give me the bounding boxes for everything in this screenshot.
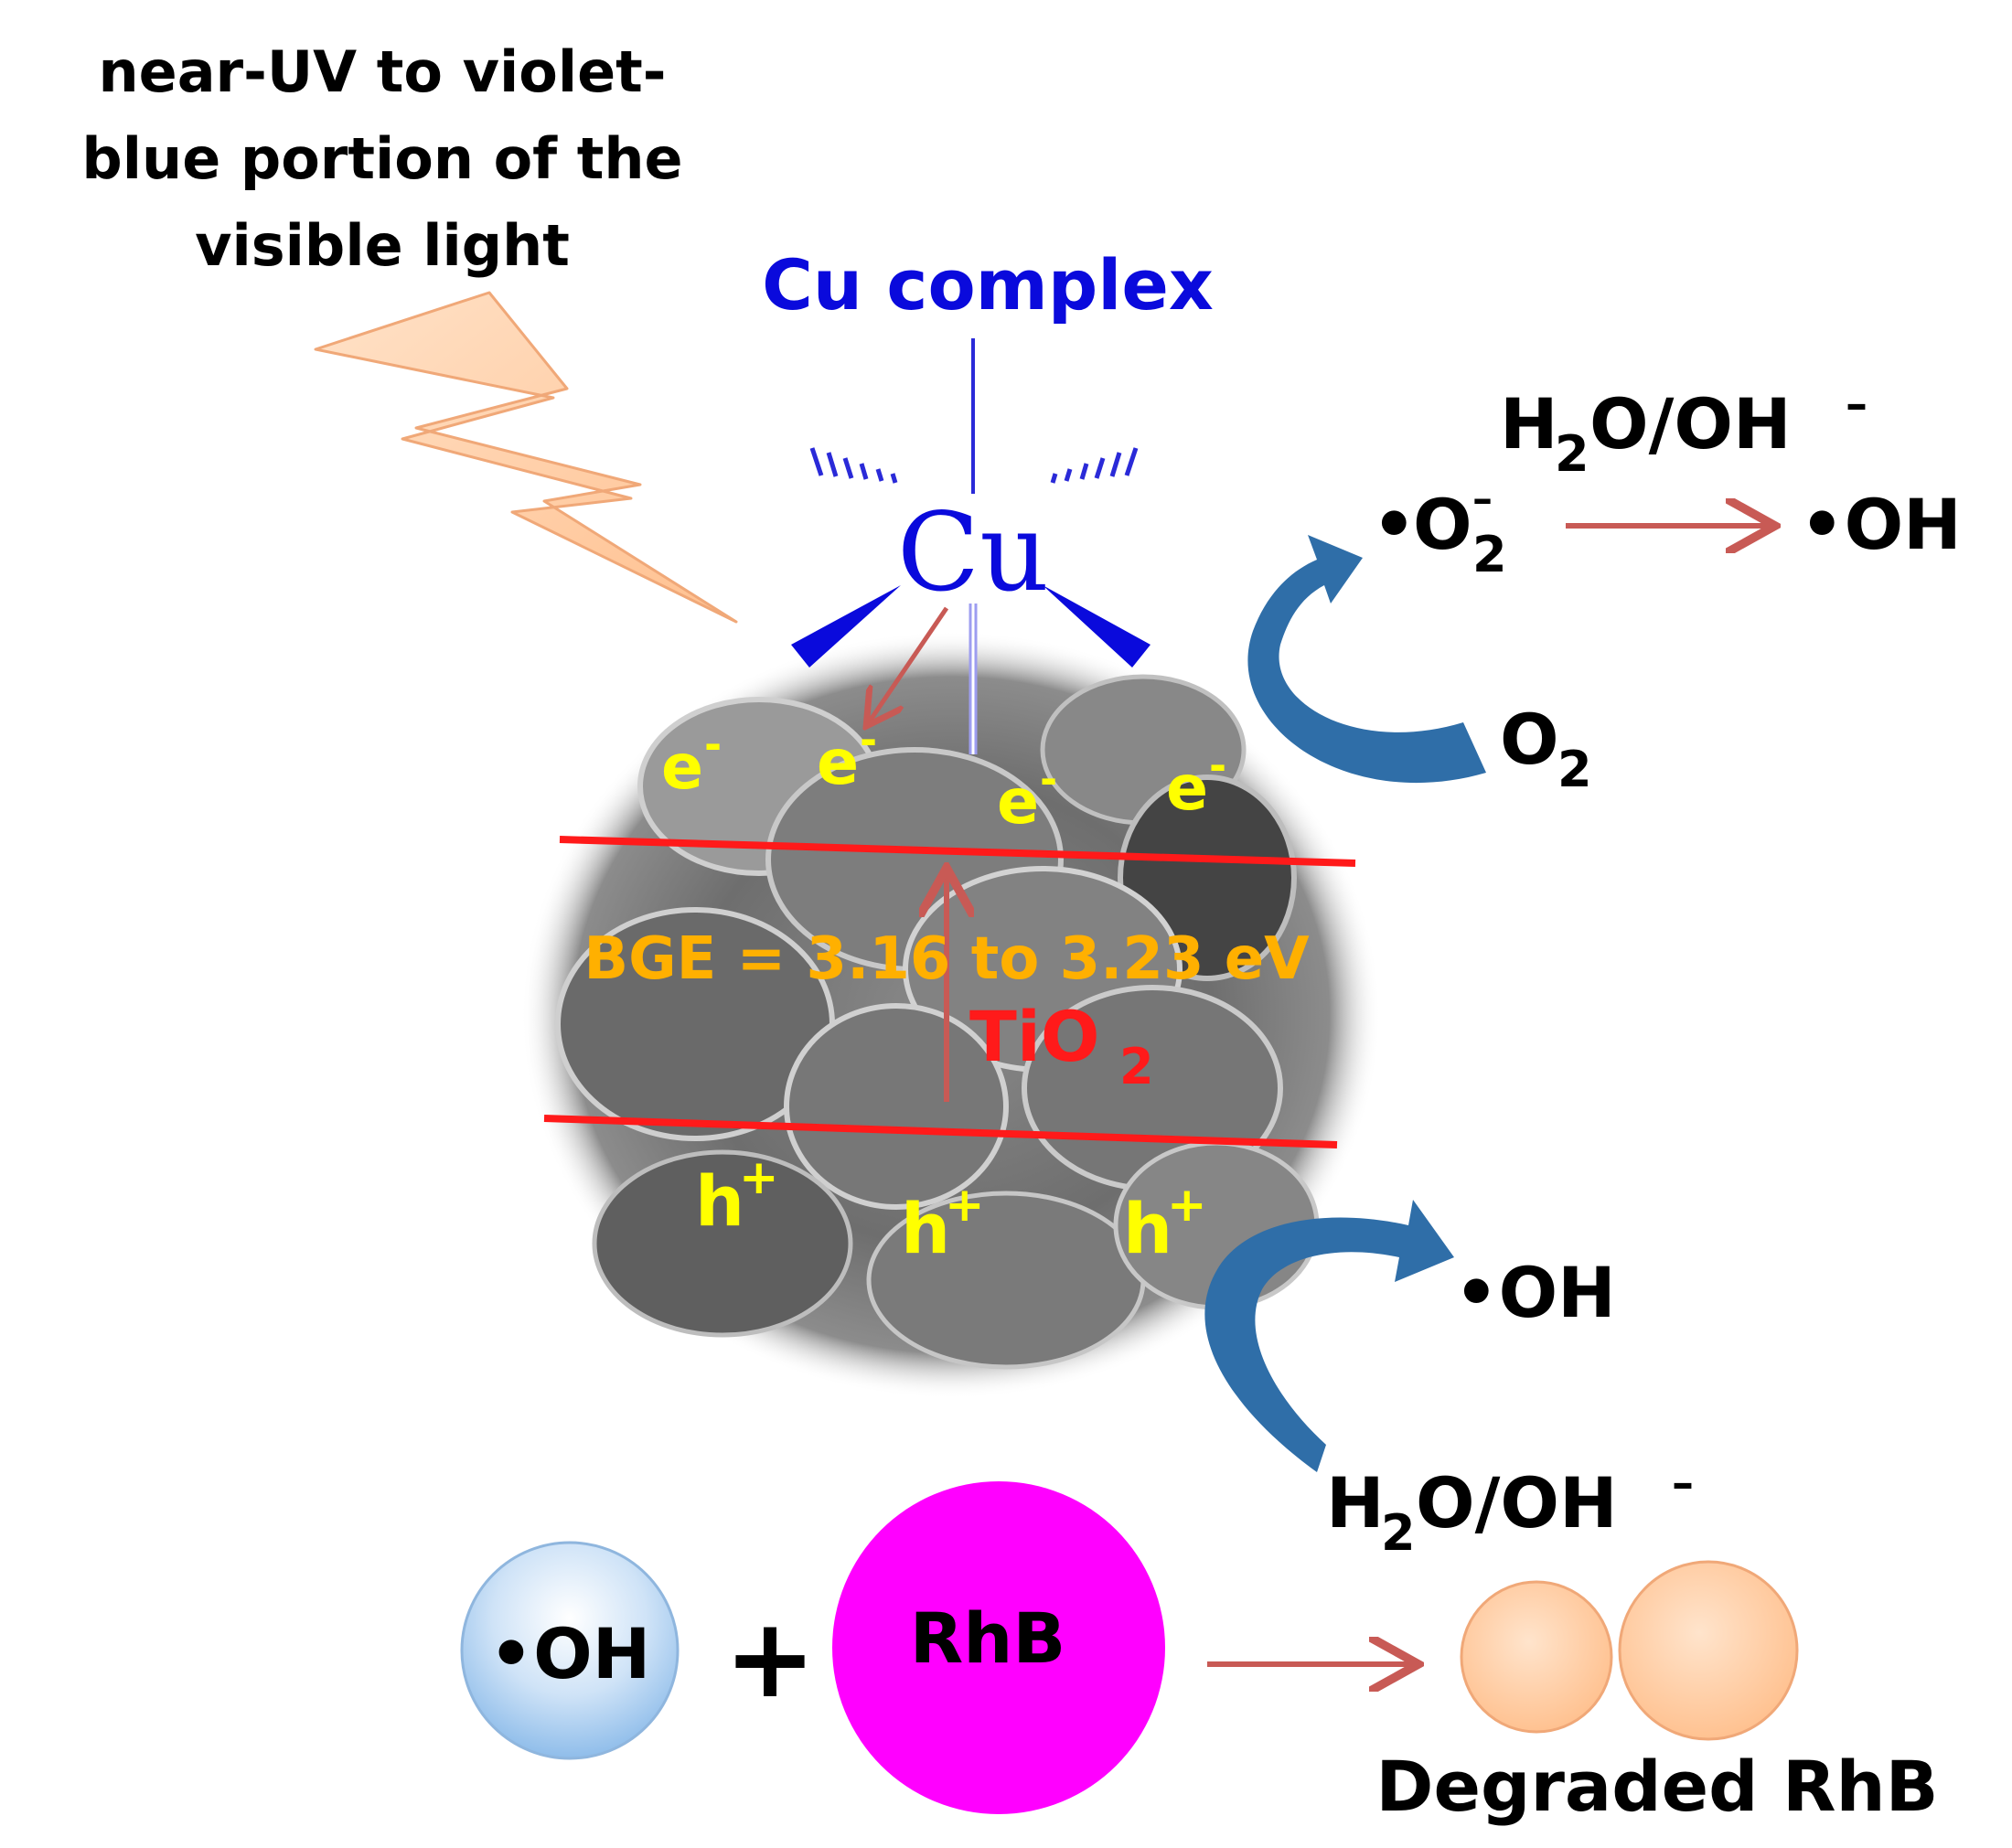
svg-text:•: •: [1372, 484, 1417, 565]
light-label-line1: near-UV to violet-: [99, 38, 667, 105]
degraded-fragment-2: [1618, 1560, 1799, 1741]
svg-text:O: O: [1413, 484, 1472, 565]
electron-label-2: e -: [817, 715, 877, 799]
hole-label-1: h +: [695, 1150, 779, 1242]
band-gap-energy-label: BGE = 3.16 to 3.23 eV: [583, 925, 1310, 993]
valence-band-line: [543, 1115, 1338, 1148]
svg-text:2: 2: [1555, 425, 1589, 483]
conduction-band-line: [559, 836, 1356, 867]
svg-text:O: O: [1500, 699, 1559, 780]
hydroxyl-radical-label: •OH: [1454, 1252, 1616, 1333]
electron-injection-arrow: [869, 606, 949, 722]
plus-sign: +: [724, 1596, 817, 1723]
svg-text:2: 2: [1557, 741, 1592, 798]
svg-text:O/OH: O/OH: [1589, 383, 1792, 465]
svg-text:e: e: [817, 727, 859, 799]
electron-label-3: e -: [997, 754, 1057, 839]
cu-complex-title: Cu complex: [762, 244, 1214, 326]
svg-text:2: 2: [1381, 1504, 1416, 1562]
svg-text:-: -: [704, 720, 722, 769]
superoxide-radical-label: • O 2 –: [1372, 475, 1507, 583]
oxygen-label: O 2: [1500, 699, 1592, 798]
svg-text:-: -: [1040, 754, 1057, 804]
hydroxyl-sphere-label: •OH: [489, 1613, 651, 1694]
hydroxyl-sphere: [460, 1541, 680, 1760]
tio2-label: TiO 2: [969, 996, 1154, 1095]
hole-label-3: h +: [1123, 1178, 1207, 1269]
svg-text:–: –: [1472, 475, 1493, 522]
cu-wedge-bond-left: [791, 585, 901, 668]
electron-label-1: e -: [661, 720, 722, 804]
water-top-label: H 2 O/OH –: [1500, 379, 1868, 483]
svg-text:-: -: [860, 715, 877, 764]
light-label-line3: visible light: [195, 212, 570, 279]
degraded-fragment-1: [1460, 1580, 1613, 1734]
svg-text:+: +: [739, 1150, 779, 1205]
svg-text:TiO: TiO: [969, 996, 1100, 1077]
svg-text:–: –: [1672, 1458, 1694, 1509]
svg-text:h: h: [901, 1188, 950, 1269]
svg-text:e: e: [661, 732, 703, 804]
cu-wedge-bond-right: [1043, 585, 1150, 668]
light-label-line2: blue portion of the: [81, 125, 682, 192]
svg-text:+: +: [945, 1178, 985, 1233]
lightning-bolt-icon: [314, 291, 738, 624]
rhb-sphere: [832, 1481, 1165, 1814]
hydroxyl-product-top-label: •OH: [1800, 484, 1962, 565]
degraded-rhb-label: Degraded RhB: [1375, 1746, 1938, 1827]
svg-text:–: –: [1846, 379, 1868, 430]
cu-complex-structure: Cu: [791, 338, 1150, 754]
svg-text:O/OH: O/OH: [1416, 1462, 1618, 1544]
svg-text:+: +: [1167, 1178, 1207, 1233]
svg-text:2: 2: [1472, 526, 1507, 583]
cu-hashed-bond-left: [809, 447, 898, 484]
hole-label-2: h +: [901, 1178, 985, 1269]
svg-text:e: e: [1166, 753, 1208, 825]
oxygen-reduction-arrow: [1247, 535, 1486, 784]
water-oxidation-arrow: [1204, 1200, 1454, 1472]
svg-text:H: H: [1326, 1462, 1385, 1544]
svg-text:-: -: [1209, 741, 1226, 790]
rhb-label: RhB: [910, 1597, 1066, 1679]
svg-text:h: h: [695, 1160, 744, 1242]
electron-label-4: e -: [1166, 741, 1226, 825]
cu-atom-label: Cu: [897, 489, 1049, 615]
cu-hashed-bond-right: [1050, 447, 1139, 484]
water-bottom-label: H 2 O/OH –: [1326, 1458, 1694, 1562]
svg-text:e: e: [997, 766, 1039, 839]
tio2-particle: [521, 631, 1381, 1399]
svg-text:h: h: [1123, 1188, 1172, 1269]
svg-text:H: H: [1500, 383, 1558, 465]
svg-text:2: 2: [1119, 1038, 1154, 1095]
